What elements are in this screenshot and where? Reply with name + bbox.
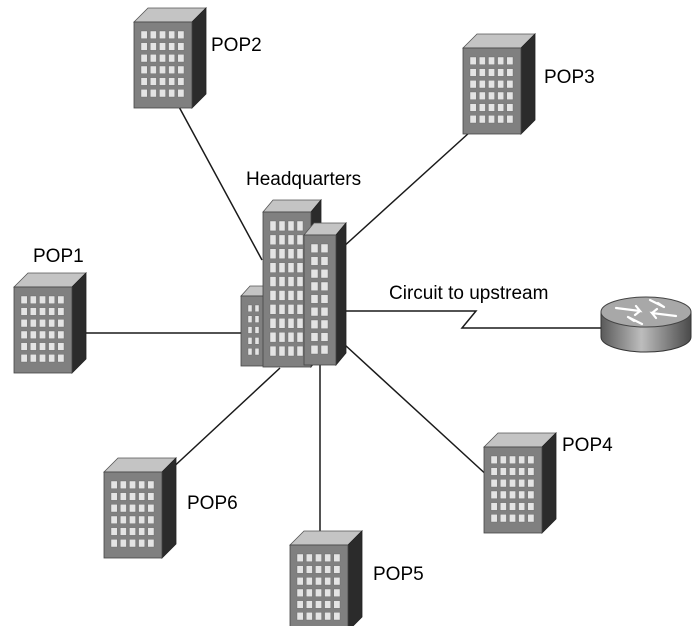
link-hq-pop4: [344, 344, 491, 479]
pop5-building-icon: [289, 530, 363, 626]
pop5-label: POP5: [373, 564, 424, 585]
headquarters-building-icon: [240, 198, 347, 369]
pop6-label: POP6: [187, 493, 238, 514]
pop3-building-icon: [462, 33, 536, 135]
headquarters-label: Headquarters: [246, 169, 362, 190]
link-hq-upstream-circuit: [343, 310, 605, 329]
router-icon: [600, 296, 692, 353]
pop1-label: POP1: [33, 246, 84, 267]
pop2-label: POP2: [211, 35, 262, 56]
pop3-label: POP3: [544, 67, 595, 88]
pop2-building-icon: [133, 7, 207, 109]
link-hq-pop6: [167, 367, 281, 473]
pop6-building-icon: [103, 457, 177, 559]
link-hq-pop3: [341, 131, 471, 249]
upstream-circuit-label: Circuit to upstream: [389, 283, 549, 304]
pop4-building-icon: [483, 432, 557, 534]
pop1-building-icon: [13, 272, 87, 374]
link-hq-pop2: [177, 104, 263, 261]
pop4-label: POP4: [562, 435, 613, 456]
